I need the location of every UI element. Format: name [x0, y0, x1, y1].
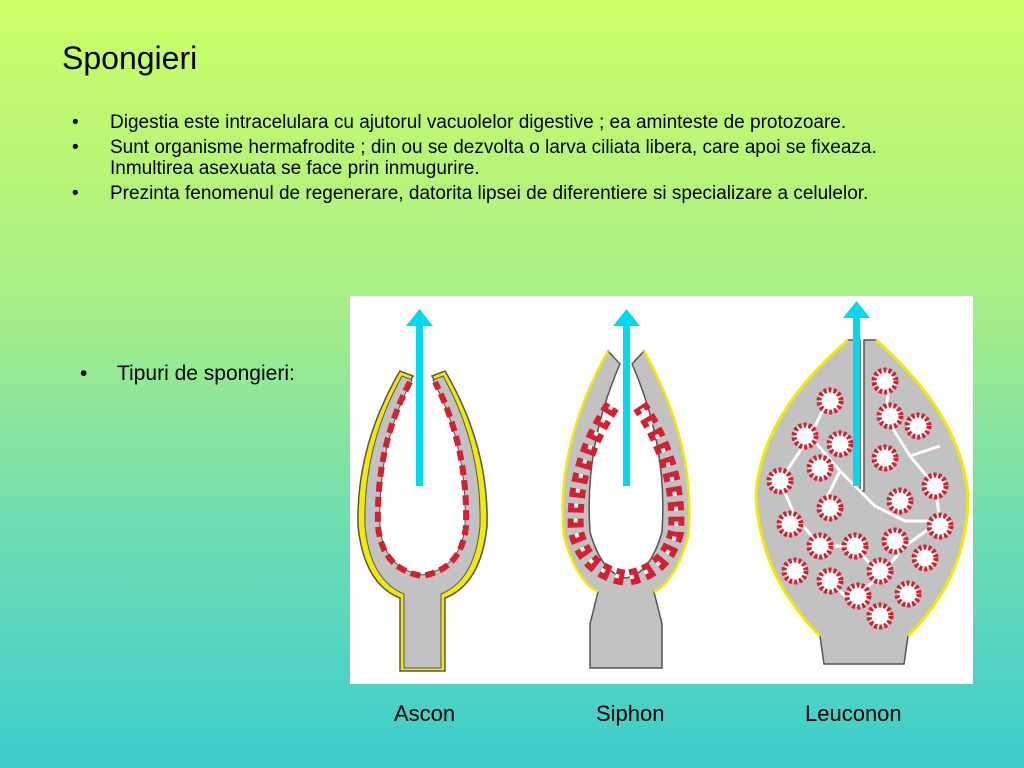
arrow-up-icon: [843, 301, 870, 486]
label-ascon: Ascon: [394, 701, 456, 726]
types-bullet: Tipuri de spongieri:: [80, 362, 295, 386]
siphon-outer-layer: [561, 350, 691, 594]
siphon-radial-canals: [567, 401, 685, 587]
leuconon-diagram: [754, 301, 970, 665]
siphon-diagram: [561, 309, 691, 669]
sponge-types-figure: [350, 296, 973, 684]
label-leuconon: Leuconon: [805, 701, 902, 726]
bullet-list: Digestia este intracelulara cu ajutorul …: [72, 112, 952, 208]
bullet-reproduction: Sunt organisme hermafrodite ; din ou se …: [72, 137, 952, 179]
ascon-body-wall: [364, 375, 481, 669]
label-siphon: Siphon: [596, 701, 665, 726]
arrow-up-icon: [613, 309, 640, 486]
sponge-diagram: [357, 301, 970, 672]
ascon-diagram: [357, 309, 488, 672]
arrow-up-icon: [406, 309, 433, 486]
bullet-regeneration: Prezinta fenomenul de regenerare, datori…: [72, 183, 952, 204]
bullet-digestion: Digestia este intracelulara cu ajutorul …: [72, 112, 952, 133]
slide-title: Spongieri: [62, 40, 198, 76]
leuconon-choanocyte-chambers: [766, 367, 954, 630]
leuconon-outer-layer: [754, 338, 970, 638]
